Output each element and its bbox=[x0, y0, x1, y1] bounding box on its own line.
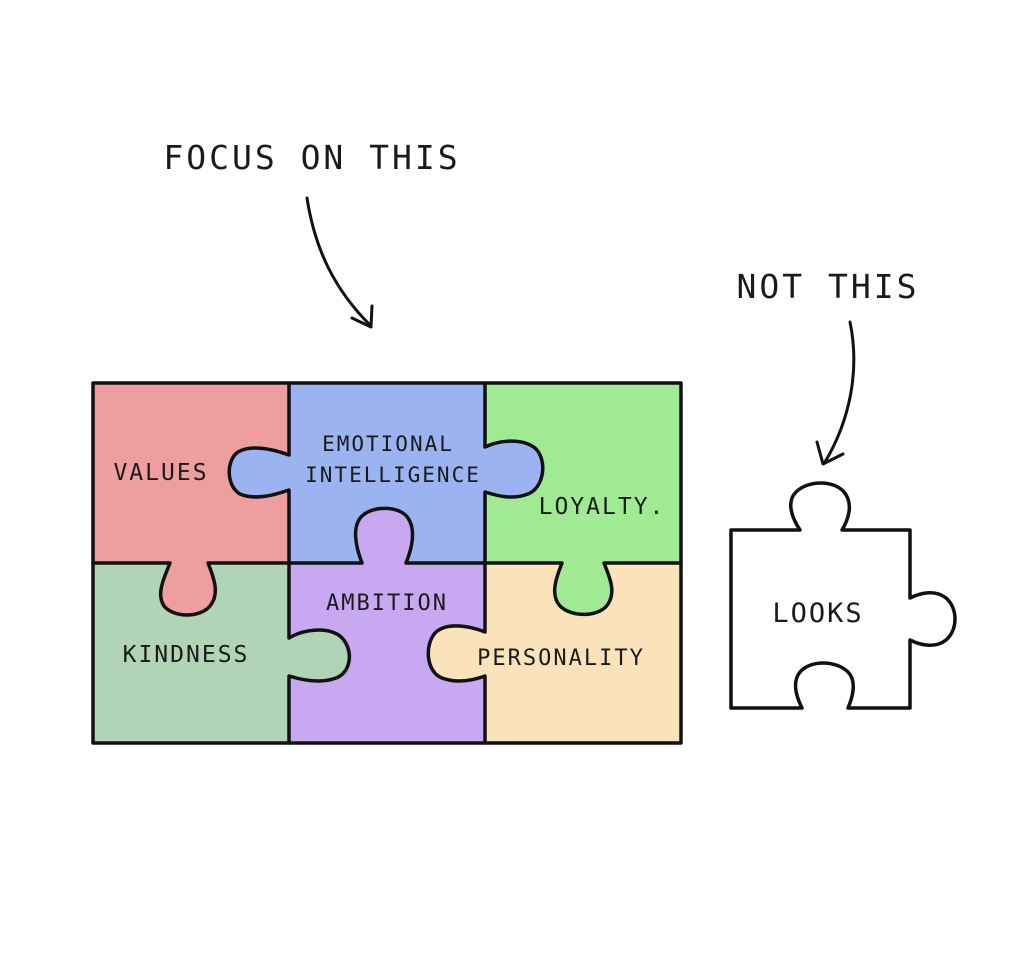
looks-piece: LOOKS bbox=[729, 481, 957, 710]
label-looks: LOOKS bbox=[772, 598, 863, 629]
label-kindness: KINDNESS bbox=[123, 642, 250, 668]
knob-ambition-top bbox=[355, 508, 413, 563]
piece-looks bbox=[729, 481, 957, 710]
focus-caption: FOCUS ON THIS bbox=[163, 138, 460, 177]
not-this-caption: NOT THIS bbox=[737, 267, 920, 306]
not-this-arrow-icon bbox=[815, 320, 856, 466]
knob-values-bottom bbox=[160, 563, 216, 615]
label-values: VALUES bbox=[113, 460, 208, 486]
focus-arrow-icon bbox=[305, 196, 374, 329]
puzzle-block: VALUES EMOTIONAL INTELLIGENCE LOYALTY. K… bbox=[91, 381, 683, 745]
label-personality: PERSONALITY bbox=[477, 646, 645, 671]
label-loyalty: LOYALTY. bbox=[539, 494, 666, 520]
knob-ei-right bbox=[485, 441, 543, 498]
label-emotional: EMOTIONAL bbox=[322, 432, 454, 456]
knob-ei-left bbox=[229, 448, 289, 497]
knob-kindness-right bbox=[289, 630, 350, 682]
knob-loyalty-bottom bbox=[554, 563, 612, 615]
knob-personality-left bbox=[428, 625, 485, 682]
divider-horizontal bbox=[91, 506, 683, 617]
label-ambition: AMBITION bbox=[326, 591, 448, 616]
label-intelligence: INTELLIGENCE bbox=[305, 463, 481, 487]
